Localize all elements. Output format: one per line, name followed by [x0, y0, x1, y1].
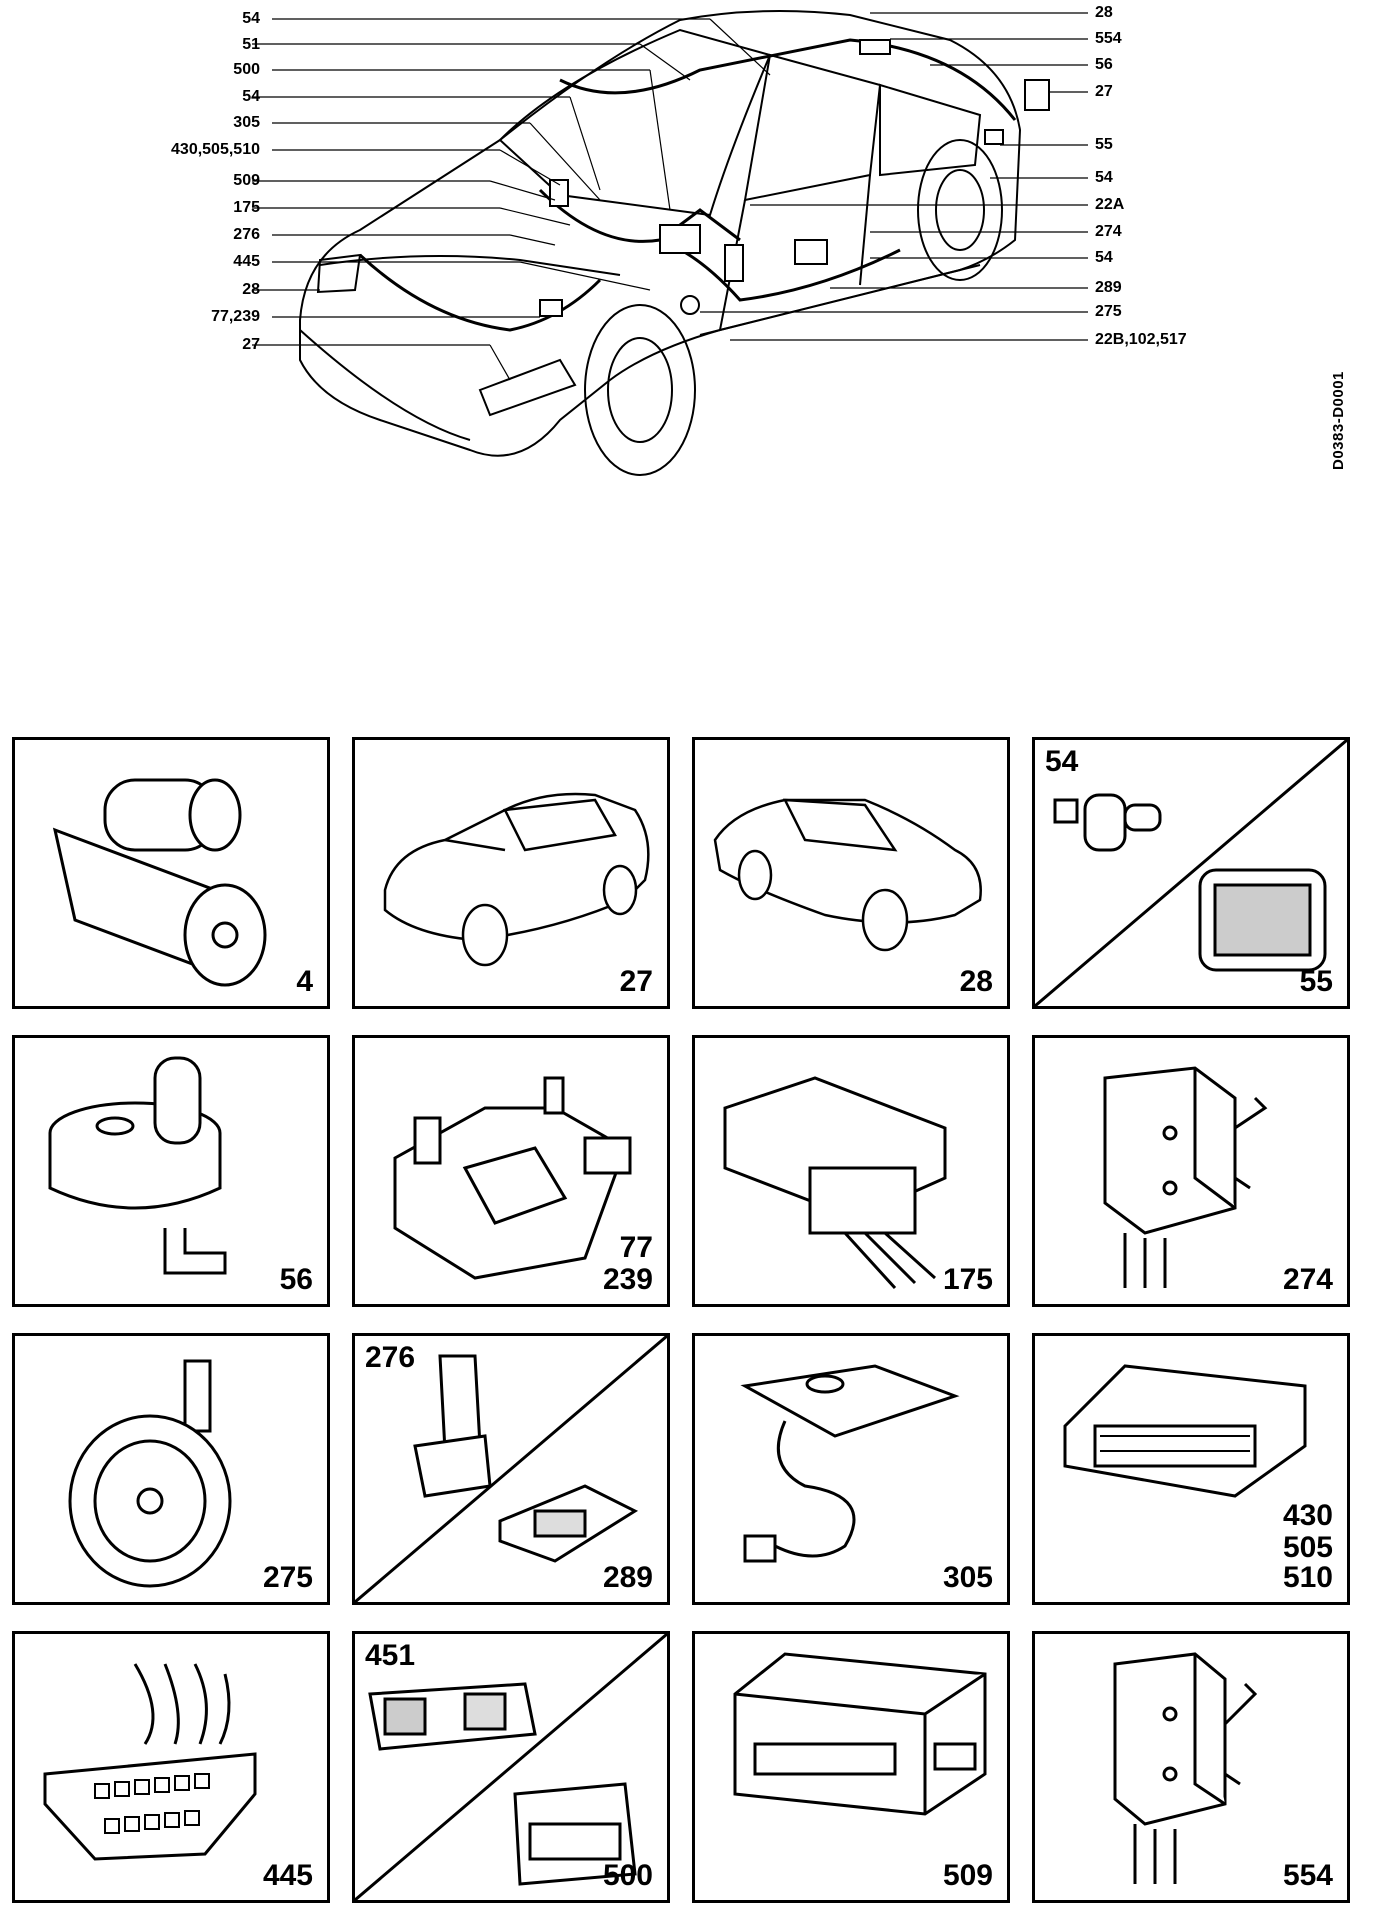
sensor-unit-drawing: [393, 1076, 632, 1280]
callout-label: 51: [242, 36, 260, 53]
component-panel-relay-module: 274: [1032, 1035, 1350, 1307]
callout-label: 276: [233, 226, 260, 243]
component-panel-horn: 275: [12, 1333, 330, 1605]
part-number: 445: [262, 1859, 313, 1892]
component-panel-ecu-box: 509: [692, 1631, 1010, 1903]
hood-switch-drawing: [48, 1056, 227, 1275]
callout-label: 54: [242, 88, 260, 105]
part-number: 451: [365, 1639, 416, 1672]
ecu-drawing: [1063, 1364, 1307, 1498]
callout-label: 305: [233, 114, 260, 131]
part-number: 305: [942, 1561, 993, 1594]
brake-switch-and-module-drawing: [355, 1336, 667, 1602]
callout-label: 28: [1095, 4, 1113, 21]
callout-label: 28: [242, 281, 260, 298]
part-number: 28: [959, 965, 993, 998]
callout-label: 500: [233, 61, 260, 78]
callout-label: 22B,102,517: [1095, 331, 1187, 348]
component-panel-starter-motor: 4: [12, 737, 330, 1009]
sensor-with-lead-drawing: [740, 1364, 960, 1563]
wiring-diagram: 54 51 500 54 305 430,505,510 509 175 276…: [0, 0, 1376, 560]
part-number: 276: [365, 1341, 416, 1374]
part-number: 509: [942, 1859, 993, 1892]
horn-drawing: [68, 1359, 232, 1588]
ecu-box-drawing: [733, 1652, 987, 1816]
part-number: 239: [602, 1263, 653, 1296]
component-panel-relay-unit: 554: [1032, 1631, 1350, 1903]
part-number: 4: [296, 965, 313, 998]
callout-label: 27: [1095, 83, 1113, 100]
part-number: 554: [1282, 1859, 1333, 1892]
part-number: 56: [279, 1263, 313, 1296]
component-panel-car-front-left: 27: [352, 737, 670, 1009]
callout-label: 274: [1095, 223, 1122, 240]
part-number: 275: [262, 1561, 313, 1594]
callout-label: 554: [1095, 30, 1122, 47]
part-number: 54: [1045, 745, 1079, 778]
door-switch-and-courtesy-light-drawing: [1035, 740, 1347, 1006]
component-panel-car-front-right: 28: [692, 737, 1010, 1009]
callout-label: 289: [1095, 279, 1122, 296]
switch-panel-and-ecu-drawing: [355, 1634, 667, 1900]
component-panel-hood-switch: 56: [12, 1035, 330, 1307]
component-panel-switch-panel-and-ecu: 451 500: [352, 1631, 670, 1903]
component-panel-sensor-with-lead: 305: [692, 1333, 1010, 1605]
part-number: 510: [1282, 1561, 1333, 1594]
part-number: 289: [602, 1561, 653, 1594]
component-panel-diagnostic-connector: 445: [12, 1631, 330, 1903]
callout-label: 54: [242, 10, 260, 27]
part-number: 500: [602, 1859, 653, 1892]
callout-label: 56: [1095, 56, 1113, 73]
callout-label: 77,239: [211, 308, 260, 325]
callout-label: 509: [233, 172, 260, 189]
part-number: 274: [1282, 1263, 1333, 1296]
component-panel-switch-and-module: 276 289: [352, 1333, 670, 1605]
part-number: 505: [1282, 1531, 1333, 1564]
part-number: 430: [1282, 1499, 1333, 1532]
component-panel-door-switch-and-light: 54 55: [1032, 737, 1350, 1009]
starter-motor-drawing: [52, 778, 267, 987]
callout-label: 445: [233, 253, 260, 270]
callout-label: 55: [1095, 136, 1113, 153]
car-outline-drawing: [252, 10, 1088, 476]
part-number: 27: [619, 965, 653, 998]
relay-module-drawing: [1103, 1066, 1268, 1288]
callout-label: 54: [1095, 169, 1113, 186]
diagnostic-connector-drawing: [43, 1663, 257, 1861]
reference-code: D0383-D0001: [1330, 371, 1347, 470]
callout-label: 22A: [1095, 196, 1125, 213]
car-side-view-drawing: [383, 792, 650, 967]
callout-label: 175: [233, 199, 260, 216]
part-number: 175: [942, 1263, 993, 1296]
component-panel-sensor-unit: 77 239: [352, 1035, 670, 1307]
callout-label: 275: [1095, 303, 1122, 320]
component-panel-ecu: 430 505 510: [1032, 1333, 1350, 1605]
callout-label: 27: [242, 336, 260, 353]
part-number: 55: [1299, 965, 1333, 998]
callout-label: 54: [1095, 249, 1113, 266]
car-side-view-drawing: [713, 798, 982, 952]
component-panel-control-module: 175: [692, 1035, 1010, 1307]
part-number: 77: [619, 1231, 653, 1264]
control-module-drawing: [723, 1076, 947, 1290]
relay-unit-drawing: [1113, 1652, 1258, 1884]
callout-label: 430,505,510: [171, 141, 260, 158]
